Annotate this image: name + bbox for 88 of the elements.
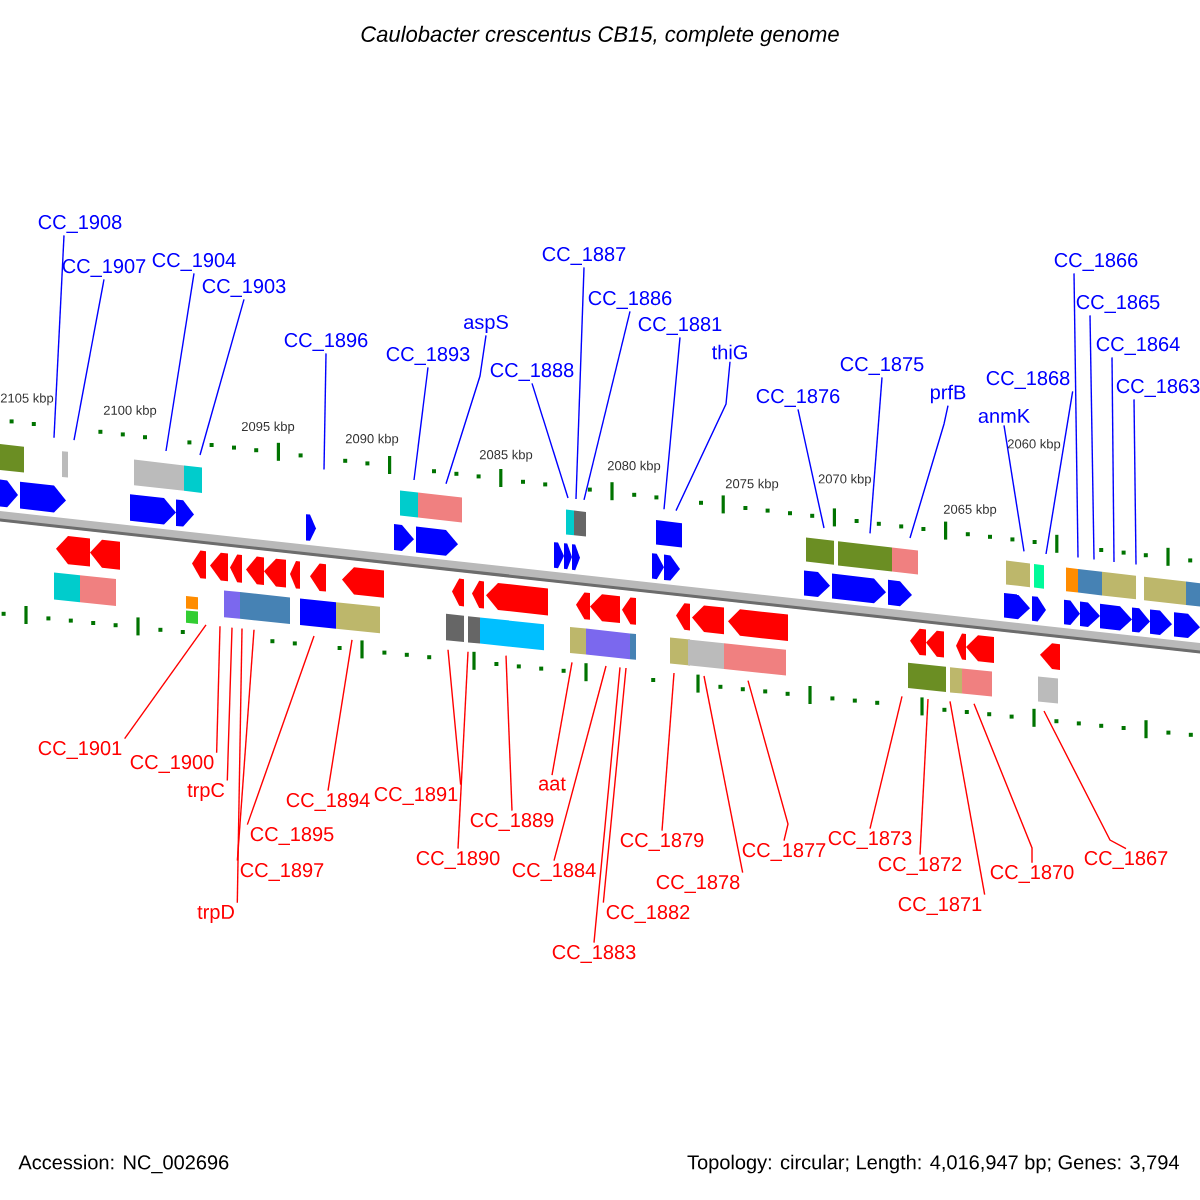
gene-label: CC_1889 (470, 813, 554, 831)
leader-line (1003, 424, 1025, 553)
footer-text: Accession: NC_002696 (18, 1154, 229, 1174)
leader-line (327, 639, 353, 792)
leader-line (551, 661, 573, 776)
leader-line (447, 649, 462, 786)
leader-line (445, 334, 487, 485)
gene-label: CC_1897 (240, 863, 324, 881)
gene-label: CC_1866 (1054, 253, 1138, 271)
leader-line (1111, 356, 1115, 563)
gene-label: aat (538, 777, 566, 791)
leader-line (165, 272, 195, 452)
leader-line (323, 352, 327, 471)
gene-label: CC_1887 (542, 247, 626, 265)
leader-line (53, 234, 65, 439)
leader-line (663, 336, 681, 510)
gene-label: CC_1867 (1084, 851, 1168, 869)
gene-label: CC_1896 (284, 333, 368, 351)
leader-line (869, 695, 903, 830)
gene-label: CC_1907 (62, 259, 146, 277)
leader-line (123, 624, 207, 740)
gene-label: CC_1904 (152, 253, 236, 271)
gene-label: CC_1876 (756, 389, 840, 407)
leader-line (949, 700, 986, 896)
gene-label: CC_1881 (638, 317, 722, 335)
gene-label: thiG (712, 344, 747, 360)
gene-label: CC_1888 (490, 363, 574, 381)
leader-line (602, 667, 627, 904)
gene-label: CC_1886 (588, 291, 672, 309)
leader-line (919, 698, 929, 856)
leader-line (747, 679, 789, 842)
gene-label: CC_1884 (512, 863, 596, 881)
gene-label: CC_1870 (990, 865, 1074, 883)
gene-label: trpD (197, 905, 234, 923)
leader-line (505, 654, 513, 812)
leader-line (246, 635, 315, 826)
gene-label: CC_1871 (898, 897, 982, 915)
gene-label: CC_1895 (250, 827, 334, 845)
leader-line (661, 672, 675, 832)
leader-line (73, 278, 105, 441)
leader-line (675, 361, 731, 512)
leader-line (236, 627, 243, 904)
gene-label: CC_1873 (828, 831, 912, 849)
gene-label: CC_1863 (1116, 379, 1200, 397)
gene-label: CC_1908 (38, 215, 122, 233)
leader-line (909, 405, 949, 539)
leader-line (973, 703, 1033, 864)
footer-text: Topology: circular; Length: 4,016,947 bp; Genes: 3,794 (687, 1154, 1179, 1174)
gene-label: CC_1900 (130, 755, 214, 773)
gene-label: CC_1865 (1076, 295, 1160, 313)
leader-line (215, 625, 221, 754)
leader-line (1073, 272, 1079, 559)
leader-line (1133, 398, 1137, 566)
gene-label: CC_1894 (286, 793, 370, 811)
gene-label: CC_1890 (416, 851, 500, 869)
gene-label: anmK (978, 409, 1030, 423)
gene-label: prfB (930, 384, 966, 404)
gene-label: trpC (187, 782, 225, 802)
gene-label: CC_1878 (656, 875, 740, 893)
leader-line (226, 626, 233, 782)
gene-label: CC_1879 (620, 833, 704, 851)
leader-line (1089, 314, 1095, 561)
leader-line (457, 651, 469, 850)
gene-label: CC_1872 (878, 857, 962, 875)
gene-label: CC_1903 (202, 279, 286, 297)
leader-line (797, 408, 825, 529)
gene-label: CC_1875 (840, 357, 924, 375)
gene-label: CC_1883 (552, 945, 636, 963)
title: Caulobacter crescentus CB15, complete genome (361, 25, 839, 47)
gene-label: CC_1901 (38, 741, 122, 759)
gene-label: CC_1891 (374, 787, 458, 805)
gene-label: CC_1877 (742, 843, 826, 861)
leader-line (575, 266, 585, 500)
leader-line (413, 366, 429, 481)
gene-label: CC_1868 (986, 371, 1070, 389)
leader-line (1045, 390, 1074, 555)
leader-line (593, 666, 621, 944)
gene-label: aspS (464, 314, 508, 334)
leader-line (703, 675, 744, 874)
gene-label: CC_1893 (386, 347, 470, 365)
gene-label: CC_1864 (1096, 337, 1180, 355)
leader-line (199, 298, 245, 456)
leader-line (1043, 710, 1127, 850)
leader-line (531, 382, 569, 499)
gene-label: CC_1882 (606, 905, 690, 923)
leader-line (583, 310, 631, 501)
leader-line (553, 665, 607, 862)
leader-line (869, 376, 883, 535)
